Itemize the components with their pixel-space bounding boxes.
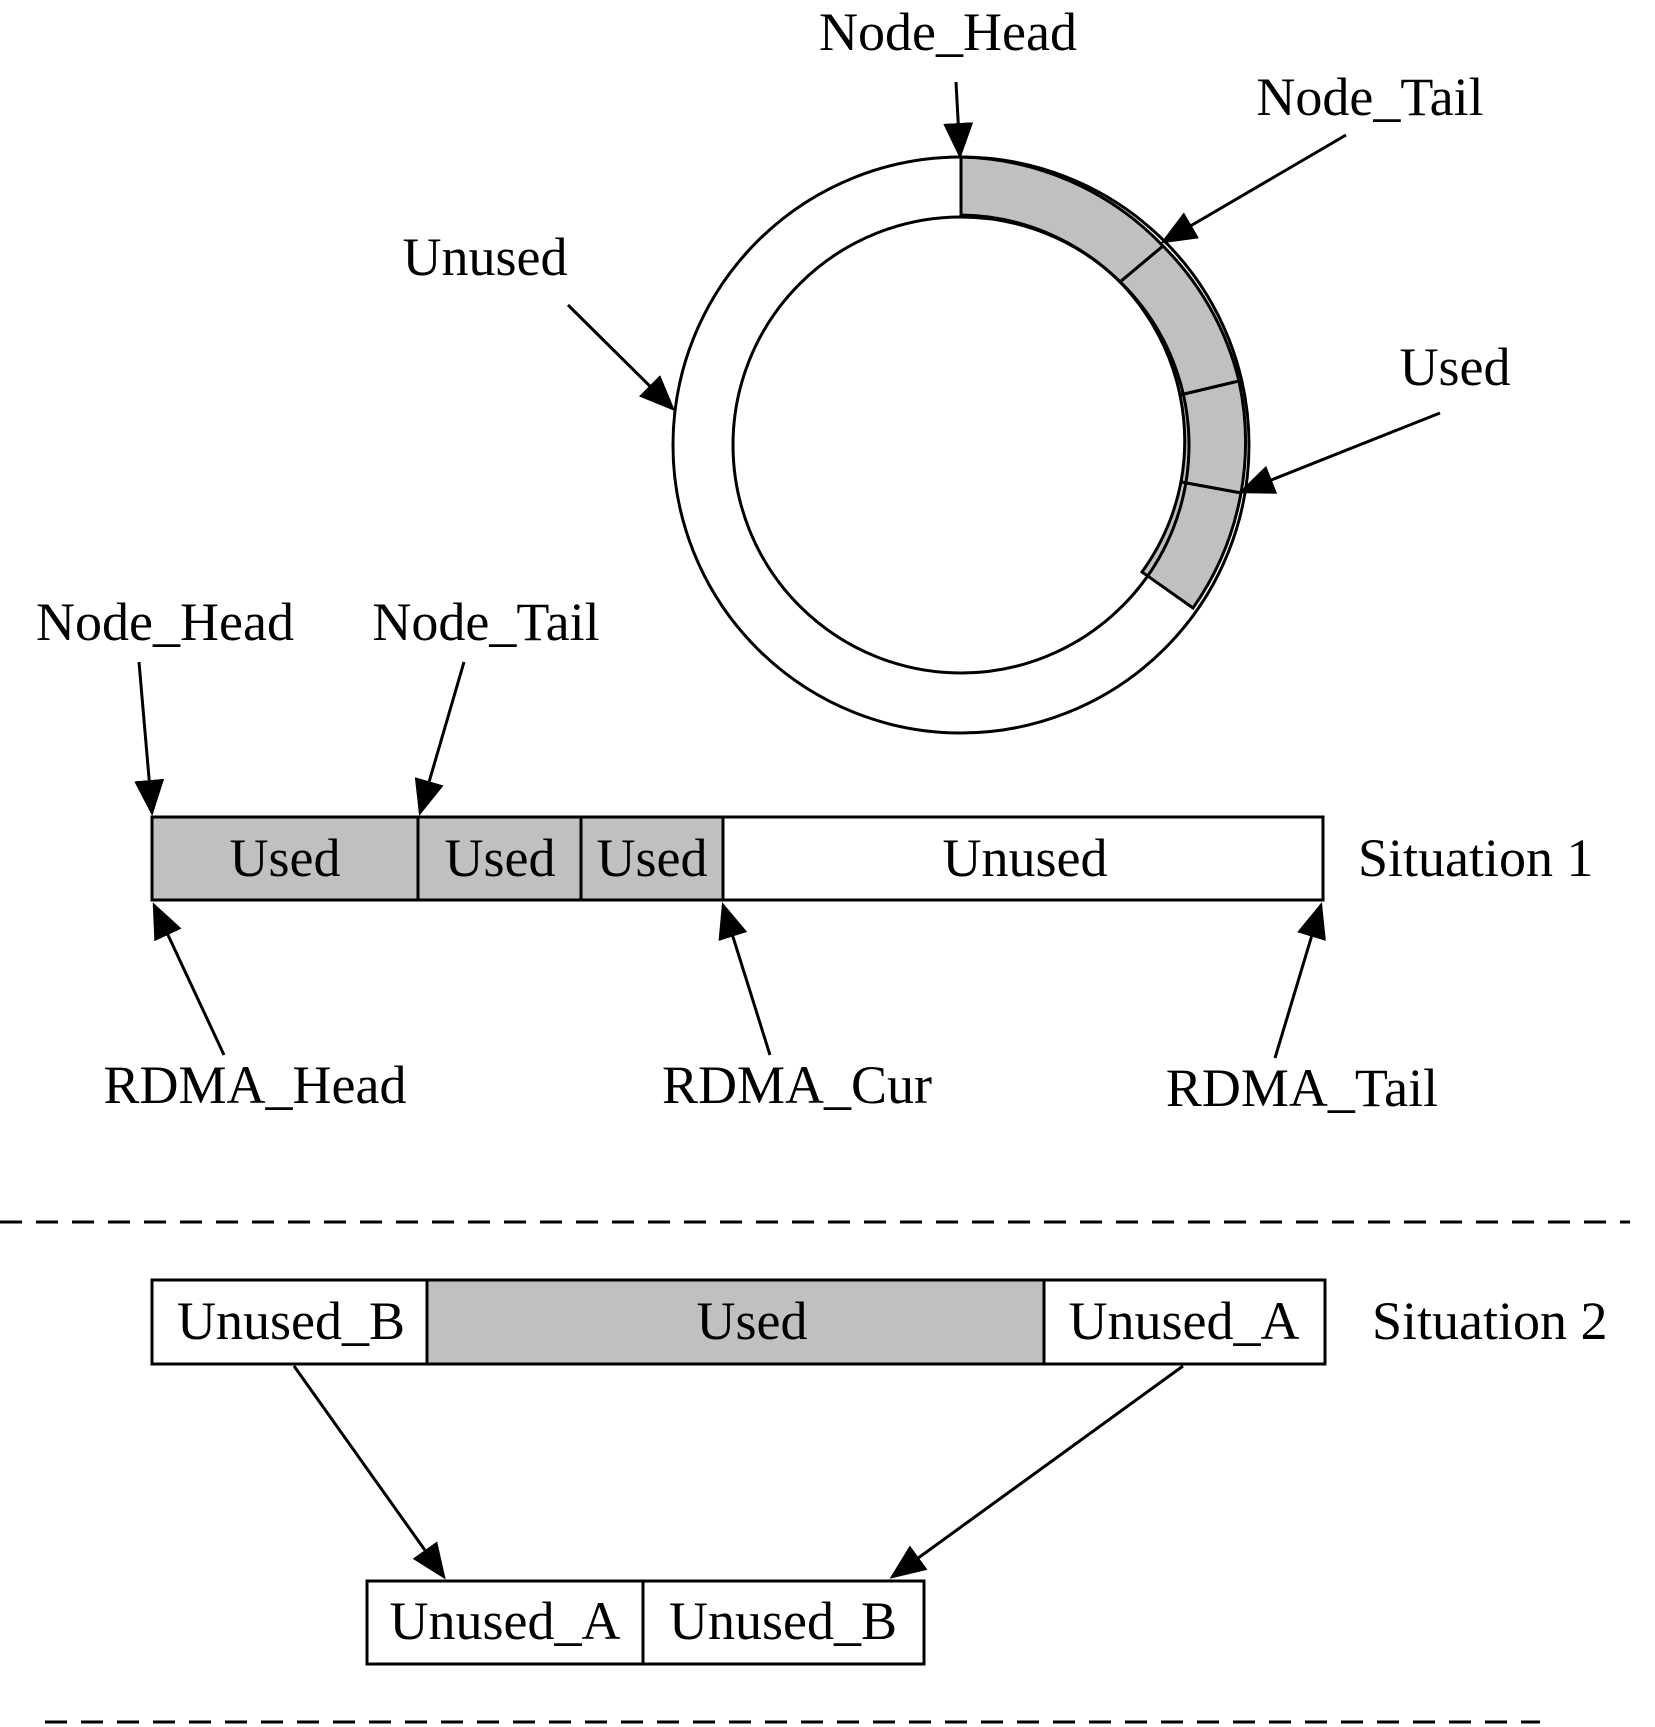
- ring-used-segment-4: [1139, 480, 1243, 611]
- s1-node-tail-arrow: [414, 661, 466, 816]
- ring-used-arrow: [1238, 411, 1441, 494]
- s1-rdma-head-arrow: [152, 902, 226, 1056]
- s1-node-head-arrow: [134, 661, 165, 816]
- ring-node-head-label: Node_Head: [819, 2, 1077, 62]
- s1-rdma-cur-label: RDMA_Cur: [662, 1055, 932, 1115]
- s1-segment-4: [721, 815, 1325, 902]
- ring-unused-label: Unused: [403, 227, 568, 287]
- s1-situation-label: Situation 1: [1358, 828, 1594, 888]
- s2-unused-a-arrow: [889, 1364, 1184, 1579]
- s2-segment-1-label: Unused_B: [177, 1291, 405, 1351]
- ring-buffer: Node_Head Node_Tail Unused Used: [403, 2, 1511, 735]
- s1-node-tail-label: Node_Tail: [372, 592, 599, 652]
- s1-segment-4-label: Unused: [943, 828, 1108, 888]
- s1-segment-2-label: Used: [445, 828, 556, 888]
- s1-segment-2: [416, 815, 583, 902]
- s2-merged-segment-1: [365, 1579, 645, 1666]
- s1-segment-3-label: Used: [597, 828, 708, 888]
- situation-1: Used Used Used Unused Situation 1 Node_H…: [36, 592, 1593, 1118]
- s1-rdma-cur-arrow: [718, 902, 772, 1056]
- s2-merged-segment-2-label: Unused_B: [669, 1591, 897, 1651]
- s2-segment-1: [150, 1278, 429, 1366]
- s2-merged-segment-2: [641, 1579, 926, 1666]
- s2-segment-2-label: Used: [697, 1291, 808, 1351]
- ring-outer-edge: [671, 155, 1251, 735]
- s1-node-head-label: Node_Head: [36, 592, 294, 652]
- situation-2: Unused_B Used Unused_A Situation 2 Unuse…: [150, 1278, 1608, 1666]
- s2-unused-b-arrow: [292, 1365, 446, 1580]
- s1-segment-3: [579, 815, 725, 902]
- ring-used-label: Used: [1400, 337, 1511, 397]
- s2-situation-label: Situation 2: [1372, 1291, 1608, 1351]
- ring-node-tail-arrow: [1160, 133, 1347, 244]
- ring-node-tail-label: Node_Tail: [1256, 67, 1483, 127]
- s1-segment-1-label: Used: [230, 828, 341, 888]
- s2-segment-3-label: Unused_A: [1069, 1291, 1300, 1351]
- s2-segment-2: [425, 1278, 1046, 1366]
- s1-rdma-tail-arrow: [1273, 902, 1326, 1059]
- s2-segment-3: [1042, 1278, 1327, 1366]
- s1-rdma-head-label: RDMA_Head: [104, 1055, 407, 1115]
- ring-inner-edge: [731, 215, 1191, 675]
- ring-node-head-arrow: [943, 81, 974, 159]
- s1-rdma-tail-label: RDMA_Tail: [1166, 1058, 1438, 1118]
- s2-merged-segment-1-label: Unused_A: [390, 1591, 621, 1651]
- s1-segment-1: [150, 815, 420, 902]
- ring-unused-arrow: [566, 303, 676, 412]
